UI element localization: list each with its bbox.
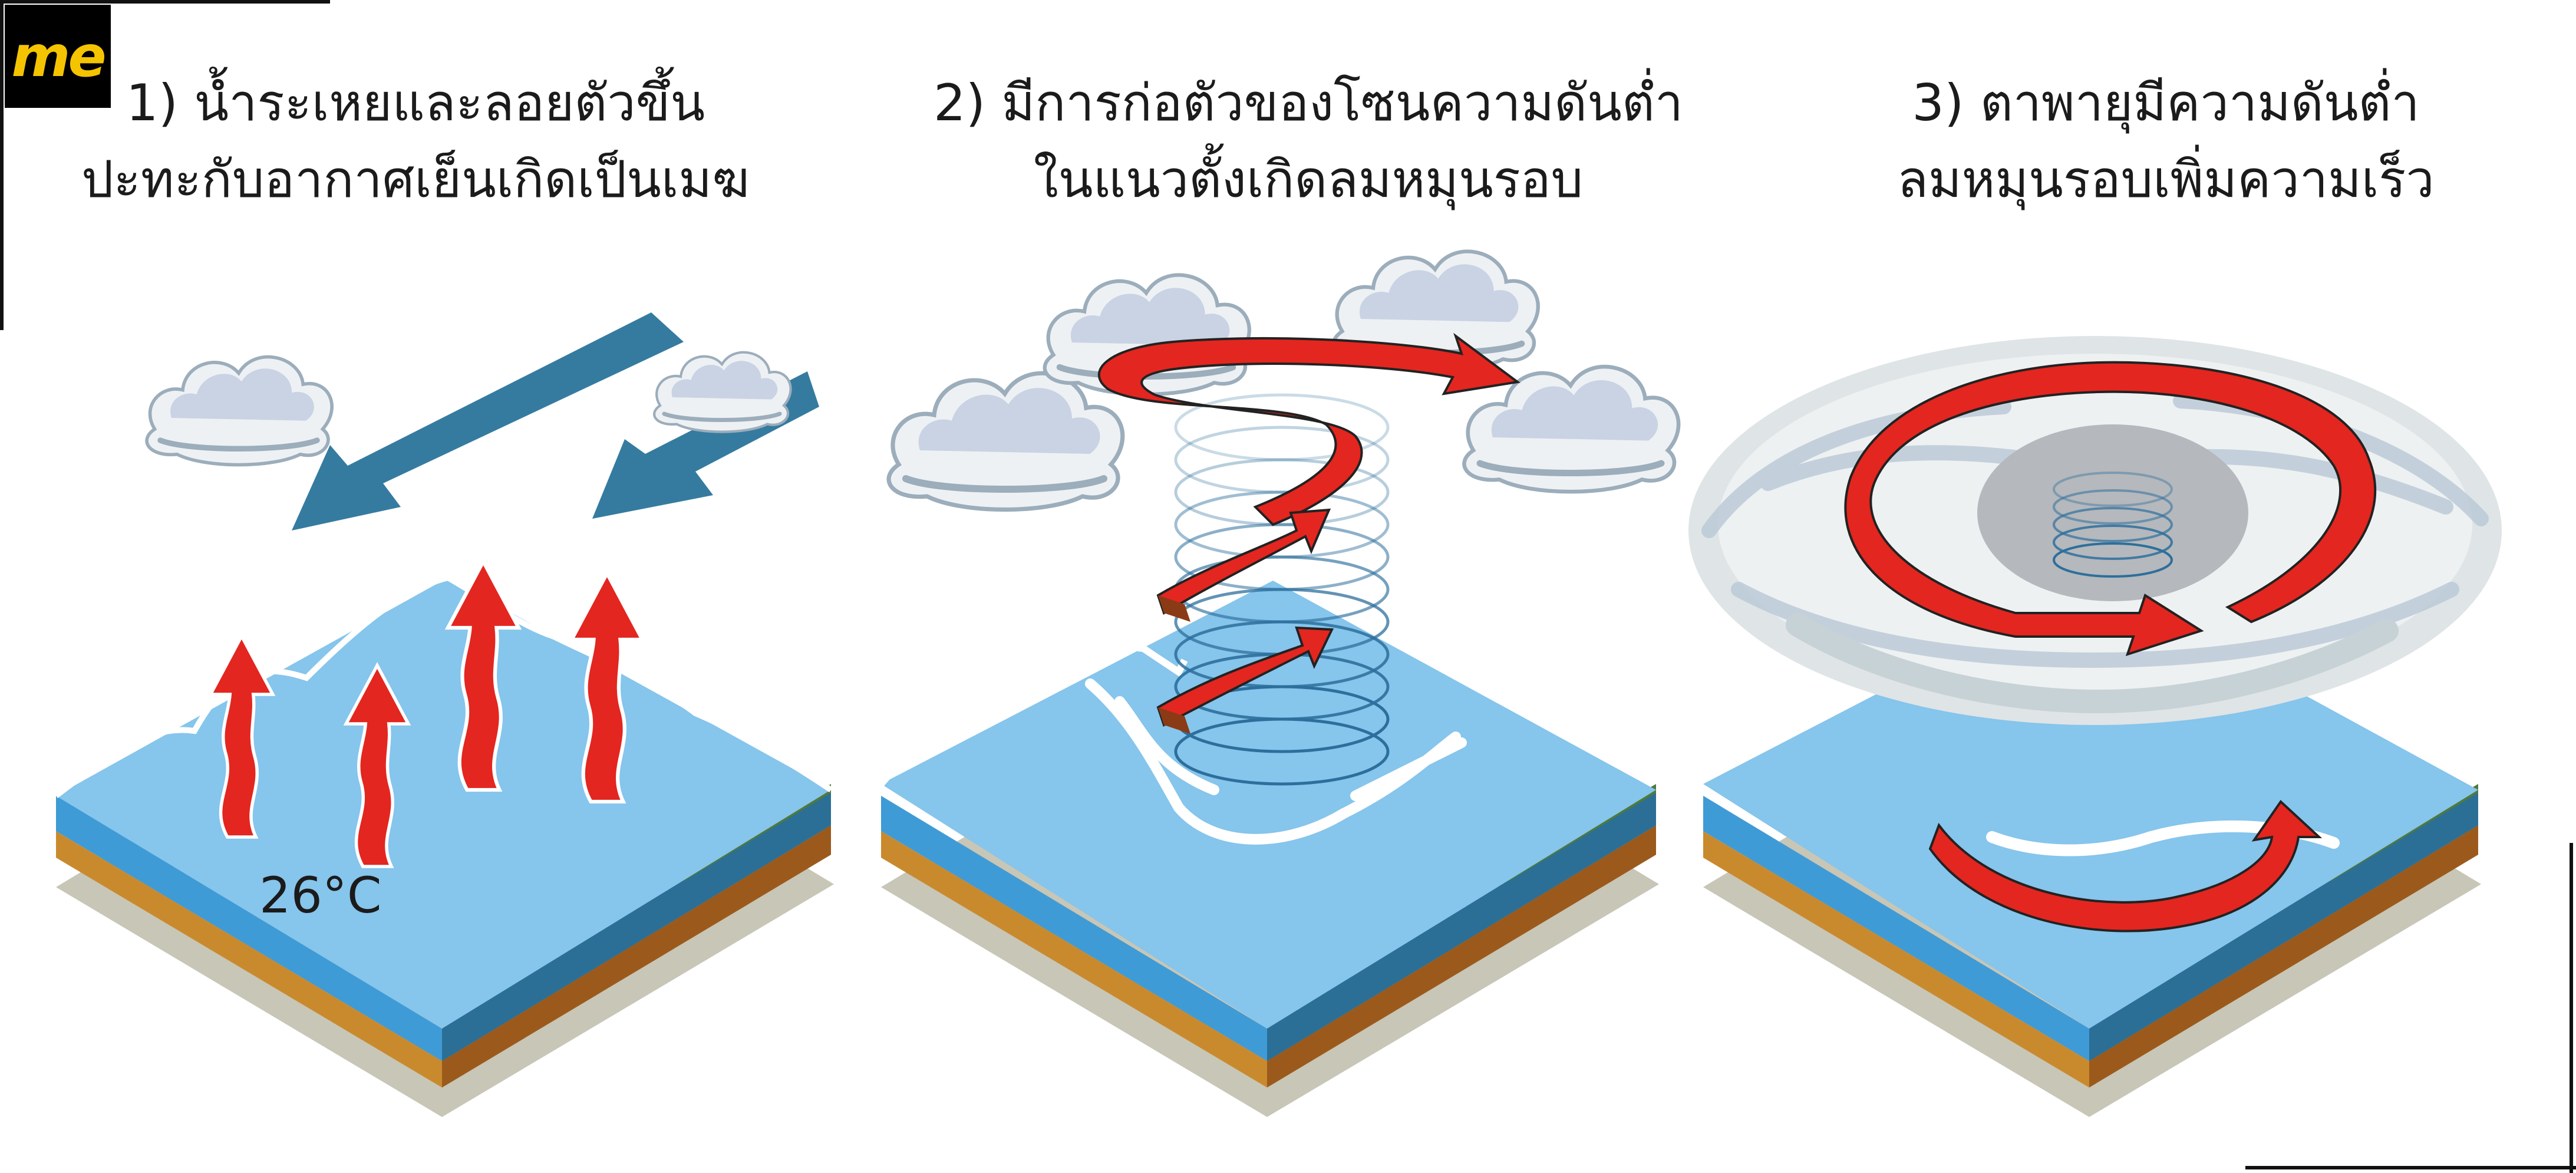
panel-3-caption-line-2: ลมหมุนรอบเพิ่มความเร็ว — [1897, 150, 2435, 209]
panel-2-wave-crest — [878, 643, 1188, 786]
panel-2-middle-arrow — [1156, 508, 1331, 615]
frame-corner-bottom-right-vertical — [2570, 843, 2573, 1173]
panel-1-cloud-left — [147, 357, 332, 464]
panel-2-foam — [1085, 678, 1467, 845]
panel-1-caption: 1) น้ำระเหยและลอยตัวขึ้น ปะทะกับอากาศเย็… — [65, 65, 766, 218]
panel-2-water-top — [881, 581, 1656, 1029]
brand-logo-text: me — [11, 23, 106, 90]
panel-1-cloud-right — [654, 352, 790, 432]
panel-2-rotation-arrows — [1097, 332, 1521, 734]
panel-2-clouds — [889, 252, 1678, 510]
hurricane-eye — [1977, 424, 2248, 601]
panel-2-sand-left — [881, 831, 1267, 1088]
panel-2-middle-arrow-tail — [1158, 595, 1190, 622]
brand-logo: me — [5, 5, 111, 108]
panel-2-caption-line-1: 2) มีการก่อตัวของโซนความดันต่ำ — [933, 74, 1684, 133]
panel-3-hurricane-cloud — [1688, 336, 2502, 725]
panel-1-water-top — [56, 578, 831, 1029]
panel-2-lower-arrow — [1156, 626, 1334, 727]
frame-corner-bottom-right-horizontal — [2245, 1166, 2576, 1169]
panel-3-caption-line-1: 3) ตาพายุมีความดันต่ำ — [1912, 74, 2420, 133]
panel-1-sand-left — [56, 831, 442, 1088]
frame-corner-top-left-horizontal — [0, 0, 330, 4]
panel-2-ocean-block — [878, 581, 1659, 1117]
panel-3-caption: 3) ตาพายุมีความดันต่ำ ลมหมุนรอบเพิ่มความ… — [1833, 65, 2499, 218]
temperature-label: 26°C — [259, 866, 382, 924]
panel-1-ocean-block — [54, 574, 834, 1117]
panel-2-water-cliff — [1267, 790, 1656, 1061]
panel-1-caption-line-1: 1) น้ำระเหยและลอยตัวขึ้น — [126, 74, 705, 133]
hurricane-cloud-lower-band — [1786, 613, 2399, 714]
frame-corner-top-left-vertical — [0, 0, 4, 330]
panel-2-top-swirl-arrow — [1097, 332, 1521, 526]
panel-3-water-left — [1703, 796, 2089, 1061]
panel-3-top-ring-arrow — [1844, 361, 2377, 657]
panel-1-wave-crest — [54, 574, 833, 798]
panel-2-lower-arrow-tail — [1158, 707, 1190, 734]
panel-2-soil-right — [1267, 825, 1656, 1088]
panel-3-soil-right — [2089, 825, 2478, 1088]
panel-2-caption-line-2: ในแนวตั้งเกิดลมหมุนรอบ — [1033, 150, 1584, 209]
panel-1-soil-right — [442, 825, 831, 1088]
panel-1-caption-line-2: ปะทะกับอากาศเย็นเกิดเป็นเมฆ — [81, 150, 750, 209]
panel-3-eye-helix — [2053, 472, 2173, 578]
panel-2-caption: 2) มีการก่อตัวของโซนความดันต่ำ ในแนวตั้ง… — [931, 65, 1686, 218]
panel-3-water-cliff — [2089, 790, 2478, 1061]
panel-2-cloud-1 — [889, 373, 1123, 509]
panel-3-sand-left — [1703, 831, 2089, 1088]
panel-1-water-left — [56, 796, 442, 1061]
panel-3-rotation-arrows — [1844, 361, 2377, 933]
panel-2-water-left — [881, 796, 1267, 1061]
panel-1-water-cliff — [442, 790, 831, 1061]
panel-3-bottom-arc-arrow — [1928, 799, 2323, 933]
panel-1-wind-arrow-left — [292, 312, 684, 531]
